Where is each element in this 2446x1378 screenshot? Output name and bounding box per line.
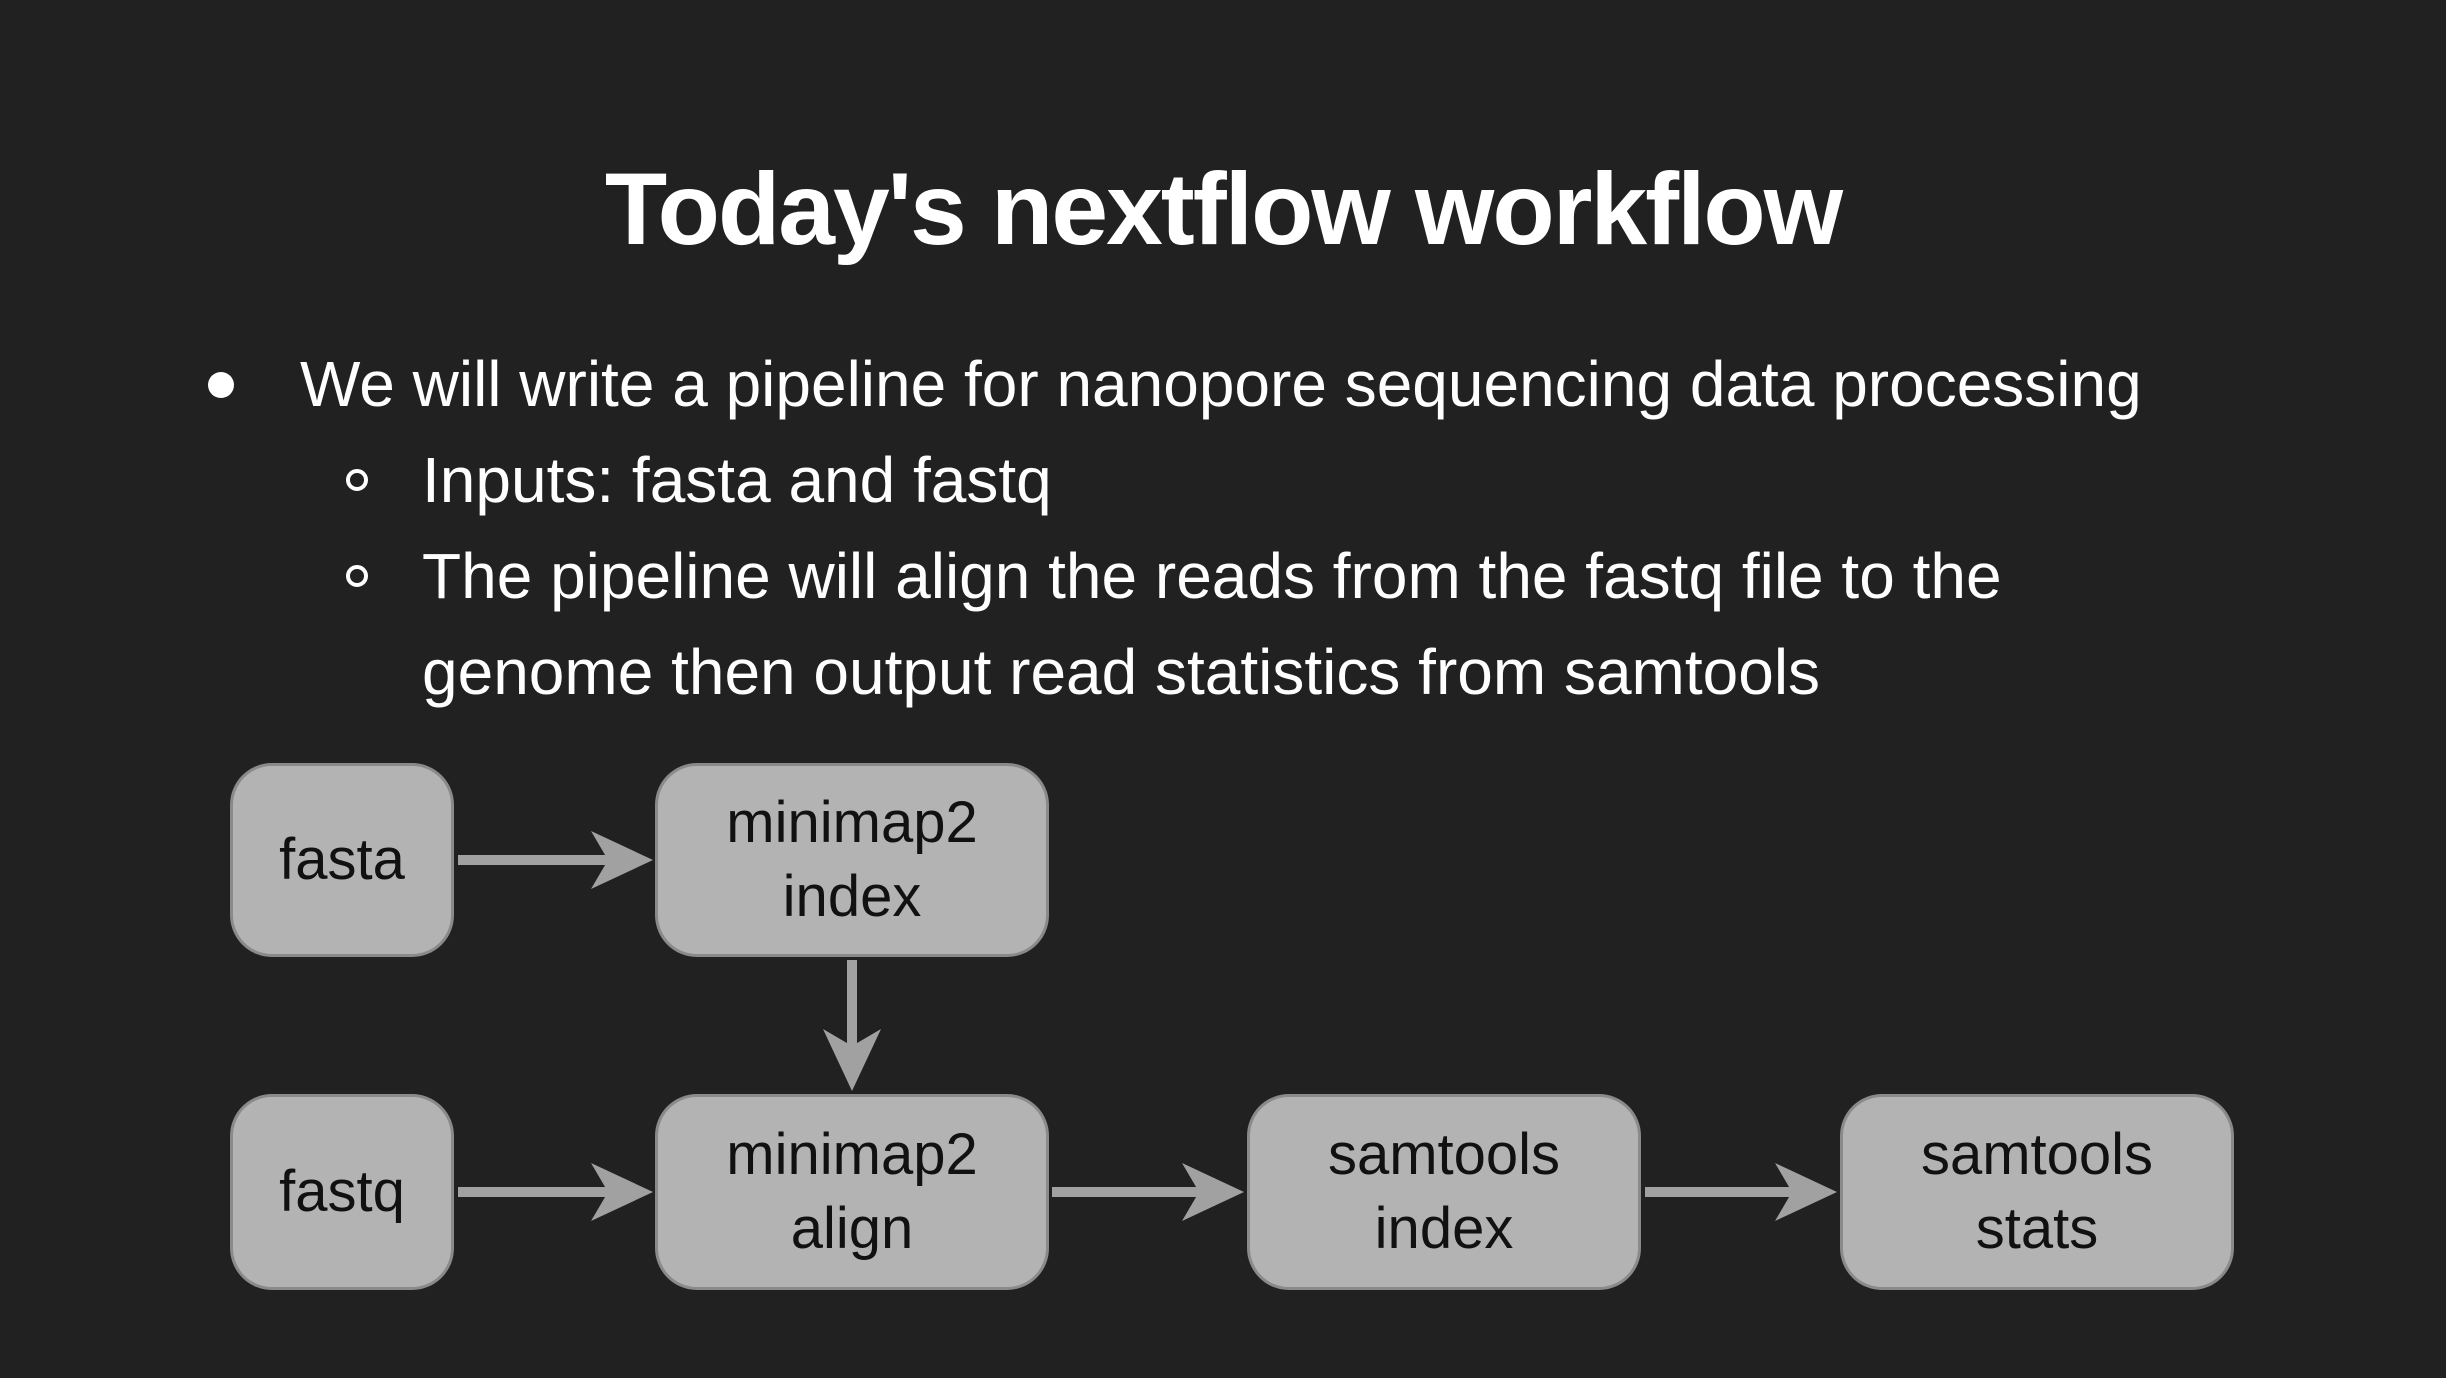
arrow-head-icon — [823, 1029, 881, 1091]
workflow-node-minimap2-index: minimap2 index — [655, 763, 1049, 957]
arrow-head-icon — [1775, 1163, 1837, 1221]
bullet-text: We will write a pipeline for nanopore se… — [300, 348, 2142, 420]
arrow-head-icon — [591, 831, 653, 889]
arrow-fasta-to-minimap2-index — [458, 831, 653, 889]
arrow-minimap2-index-to-minimap2-align — [823, 960, 881, 1091]
bullet-circle-icon — [346, 565, 368, 587]
workflow-node-fasta: fasta — [230, 763, 454, 957]
bullet-item-level1: We will write a pipeline for nanopore se… — [196, 336, 2356, 432]
bullet-list: We will write a pipeline for nanopore se… — [196, 336, 2356, 720]
workflow-node-samtools-index: samtools index — [1247, 1094, 1641, 1290]
arrow-samtools-index-to-samtools-stats — [1645, 1163, 1837, 1221]
bullet-circle-icon — [346, 469, 368, 491]
bullet-item-level2-pipeline: The pipeline will align the reads from t… — [346, 528, 2356, 720]
workflow-node-minimap2-align: minimap2 align — [655, 1094, 1049, 1290]
arrow-head-icon — [1182, 1163, 1244, 1221]
workflow-node-samtools-stats: samtools stats — [1840, 1094, 2234, 1290]
workflow-node-fastq: fastq — [230, 1094, 454, 1290]
arrow-fastq-to-minimap2-align — [458, 1163, 653, 1221]
bullet-item-level2-inputs: Inputs: fasta and fastq — [346, 432, 2356, 528]
bullet-text: The pipeline will align the reads from t… — [422, 540, 2002, 708]
arrow-head-icon — [591, 1163, 653, 1221]
bullet-text: Inputs: fasta and fastq — [422, 444, 1052, 516]
slide-title: Today's nextflow workflow — [604, 152, 1843, 266]
arrow-minimap2-align-to-samtools-index — [1052, 1163, 1244, 1221]
bullet-dot-icon — [208, 372, 234, 398]
